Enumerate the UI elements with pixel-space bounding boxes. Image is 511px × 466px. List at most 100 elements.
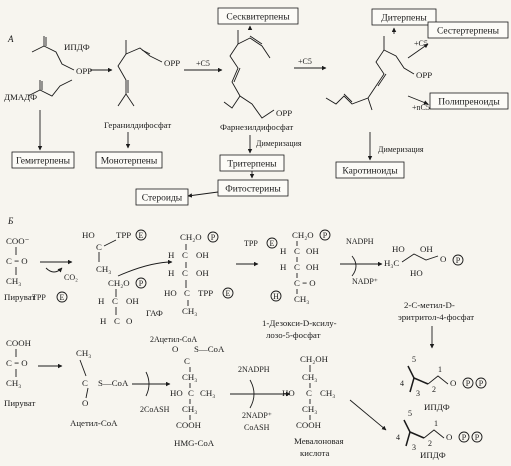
- pyruvate1-ch3: CH₃: [6, 276, 21, 286]
- ipp-top-num2: 2: [432, 385, 436, 394]
- dxp-oh2: OH: [306, 262, 319, 272]
- inter-c1: C: [182, 250, 188, 260]
- ipp-top-p2: P: [479, 379, 484, 388]
- monoterpenes-box: [95, 151, 163, 169]
- geranyl-structure: [117, 40, 163, 107]
- ipp-bot-num4: 4: [396, 433, 400, 442]
- sesquiterpenes-text: Сесквитерпены: [226, 13, 290, 23]
- dxp-co: C = O: [294, 278, 316, 288]
- dxp-ch2o: CH₂O: [292, 230, 314, 240]
- carotenoids-box: [335, 161, 405, 179]
- opp-label-geranylgeranyl: OPP: [416, 70, 432, 80]
- arrow-to-steroids: [187, 191, 219, 198]
- ipp-top-num1: 1: [438, 365, 442, 374]
- hmg-c-center: C: [188, 388, 194, 398]
- geranyl-label: Геранилдифосфат: [104, 120, 171, 130]
- gap-c2: C: [114, 316, 120, 326]
- inter-h2: H: [168, 268, 175, 278]
- mep-oh: OH: [420, 244, 433, 254]
- mep-ho: HO: [392, 244, 405, 254]
- ipp-bot-p1: P: [462, 433, 467, 442]
- acetylcoa-scoa: S—CoA: [98, 378, 129, 388]
- gap-c: C: [112, 296, 118, 306]
- gap-ch2o: CH₂O: [108, 278, 130, 288]
- dxp-p: P: [323, 231, 328, 240]
- two-nadph-label: 2NADPH: [238, 365, 270, 374]
- acetylcoa-label: Ацетил-CoA: [70, 418, 118, 428]
- mep-label-line1: 2-С-метил-D-: [404, 300, 455, 310]
- opp-label-ipp: OPP: [76, 66, 92, 76]
- mep-o: O: [440, 254, 446, 264]
- dxp-ch3: CH₃: [294, 294, 309, 304]
- dimerization-label-1: Димеризация: [256, 139, 302, 148]
- gap-oh: OH: [126, 296, 139, 306]
- ipp-bot-num2: 2: [428, 439, 432, 448]
- gap-h2: H: [100, 316, 107, 326]
- co2-label: CO₂: [64, 273, 78, 282]
- mva-ch2-1: CH₃: [302, 372, 317, 382]
- inter-p: P: [211, 233, 216, 242]
- gap-h: H: [98, 296, 105, 306]
- dxp-h1: H: [280, 246, 287, 256]
- dxp-label-line1: 1-Дезокси-D-ксилу-: [262, 318, 337, 328]
- triterpenes-text: Тритерпены: [227, 160, 277, 170]
- ipp-bot-p2: P: [475, 433, 480, 442]
- geranylgeranyl-structure: [325, 36, 415, 111]
- ipp-bot-label: ИПДФ: [420, 450, 446, 460]
- tpp-out-label: TPP: [244, 239, 258, 248]
- plus-nc5-label: +nC5: [412, 103, 430, 112]
- inter-tpp: TPP: [198, 288, 213, 298]
- dxp-h2: H: [280, 262, 287, 272]
- dxp-oh1: OH: [306, 246, 319, 256]
- arrow-to-sesterterpenes: [407, 43, 429, 59]
- gap-label: ГАФ: [146, 308, 163, 318]
- polyprenoids-text: Полипреноиды: [438, 98, 500, 108]
- hemiterpenes-text: Гемитерпены: [16, 157, 71, 167]
- carotenoids-text: Каротиноиды: [342, 167, 398, 177]
- gap-o: O: [126, 316, 132, 326]
- plus-c5-label-1: +C5: [196, 59, 210, 68]
- hmg-o-top: O: [172, 344, 178, 354]
- ipp-bot-num1: 1: [434, 419, 438, 428]
- adduct-tpp: TPP: [116, 230, 131, 240]
- dimerization-label-2: Димеризация: [378, 145, 424, 154]
- ipp-bot-num3: 3: [412, 443, 416, 452]
- ipp-dmapp-structure: [27, 36, 75, 97]
- enzyme-e4: E: [270, 239, 275, 248]
- mva-ho: HO: [282, 388, 295, 398]
- ipp-top-o: O: [450, 378, 456, 388]
- hmg-ch2-2: CH₃: [182, 404, 197, 414]
- mva-cooh: COOH: [296, 420, 322, 430]
- two-coash-label: 2CoASH: [140, 405, 170, 414]
- enzyme-e1: E: [60, 293, 65, 302]
- hmg-cooh: COOH: [176, 420, 202, 430]
- two-acetylcoa-label: 2Ацетил-CoA: [150, 335, 197, 344]
- mep-ho2: HO: [410, 268, 423, 278]
- pyruvate1-label: Пируват: [4, 292, 35, 302]
- farnesyl-structure: [223, 30, 275, 119]
- inter-h1: H: [168, 250, 175, 260]
- dxp-label-line2: лозо-5-фосфат: [266, 330, 321, 340]
- enzyme-e3: E: [226, 289, 231, 298]
- plus-c5-label-2: +C5: [298, 57, 312, 66]
- gap-p: P: [139, 279, 144, 288]
- dxp-c1: C: [294, 246, 300, 256]
- ipp-bot-o: O: [446, 432, 452, 442]
- ipp-top-label: ИПДФ: [424, 402, 450, 412]
- hmg-ho: HO: [170, 388, 183, 398]
- enzyme-e2: E: [139, 231, 144, 240]
- diterpenes-box: [371, 8, 437, 26]
- pyruvate1-coo: COO⁻: [6, 236, 30, 246]
- hmg-label: HMG-CoA: [174, 438, 215, 448]
- dxp-c2: C: [294, 262, 300, 272]
- inter-ch3: CH₃: [182, 306, 197, 316]
- sesterterpenes-box: [427, 21, 509, 39]
- mva-ch3: CH₃: [320, 388, 335, 398]
- steroids-box: [135, 188, 189, 206]
- adduct-ho: HO: [82, 230, 95, 240]
- pyruvate2-label: Пируват: [4, 398, 35, 408]
- arrow-to-polyprenoids: [407, 95, 429, 105]
- mva-ch2-2: CH₃: [302, 404, 317, 414]
